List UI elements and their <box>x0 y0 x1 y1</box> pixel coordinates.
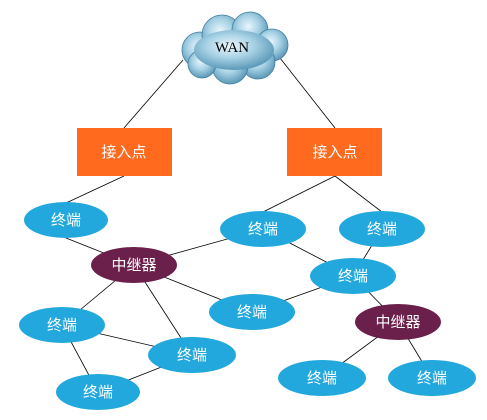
terminal-shape <box>339 211 425 247</box>
cloud-icon <box>181 11 289 85</box>
repeater-label: 中继器 <box>375 313 420 331</box>
repeater-2: 中继器 <box>355 304 441 340</box>
terminal-shape <box>209 294 295 330</box>
terminal-shape <box>310 258 396 294</box>
terminal-10: 终端 <box>388 360 476 396</box>
repeater-label: 中继器 <box>111 256 156 274</box>
terminal-6: 终端 <box>19 307 105 343</box>
terminal-label: 终端 <box>47 316 77 334</box>
link-ap2-terminal2 <box>262 175 336 213</box>
repeater-1: 中继器 <box>91 247 177 283</box>
access-point-box <box>287 128 382 176</box>
terminal-shape <box>278 360 366 396</box>
terminal-8: 终端 <box>56 374 140 410</box>
terminal-label: 终端 <box>248 220 278 238</box>
repeater-shape <box>355 304 441 340</box>
repeater-shape <box>91 247 177 283</box>
terminal-label: 终端 <box>338 267 368 285</box>
terminal-shape <box>220 211 306 247</box>
terminal-label: 终端 <box>237 303 267 321</box>
terminal-shape <box>24 202 108 238</box>
terminal-label: 终端 <box>51 211 81 229</box>
terminal-shape <box>56 374 140 410</box>
terminal-shape <box>19 307 105 343</box>
wan-cloud: WAN <box>181 11 289 85</box>
access-point-1: 接入点 <box>77 128 172 176</box>
terminal-4: 终端 <box>310 258 396 294</box>
terminal-label: 终端 <box>417 369 447 387</box>
access-point-box <box>77 128 172 176</box>
link-wan-ap1 <box>123 59 184 129</box>
link-wan-ap2 <box>279 57 336 129</box>
terminal-2: 终端 <box>220 211 306 247</box>
access-point-label: 接入点 <box>101 143 146 161</box>
terminal-shape <box>388 360 476 396</box>
terminal-shape <box>148 337 236 373</box>
wan-label: WAN <box>215 40 249 56</box>
terminal-label: 终端 <box>367 220 397 238</box>
terminal-label: 终端 <box>177 346 207 364</box>
link-ap1-terminal1 <box>65 175 125 204</box>
terminal-1: 终端 <box>24 202 108 238</box>
access-point-label: 接入点 <box>312 143 357 161</box>
terminal-label: 终端 <box>307 369 337 387</box>
terminal-label: 终端 <box>83 383 113 401</box>
access-point-2: 接入点 <box>287 128 382 176</box>
terminal-3: 终端 <box>339 211 425 247</box>
link-ap2-terminal3 <box>334 175 383 213</box>
terminal-9: 终端 <box>278 360 366 396</box>
terminal-7: 终端 <box>148 337 236 373</box>
terminal-5: 终端 <box>209 294 295 330</box>
